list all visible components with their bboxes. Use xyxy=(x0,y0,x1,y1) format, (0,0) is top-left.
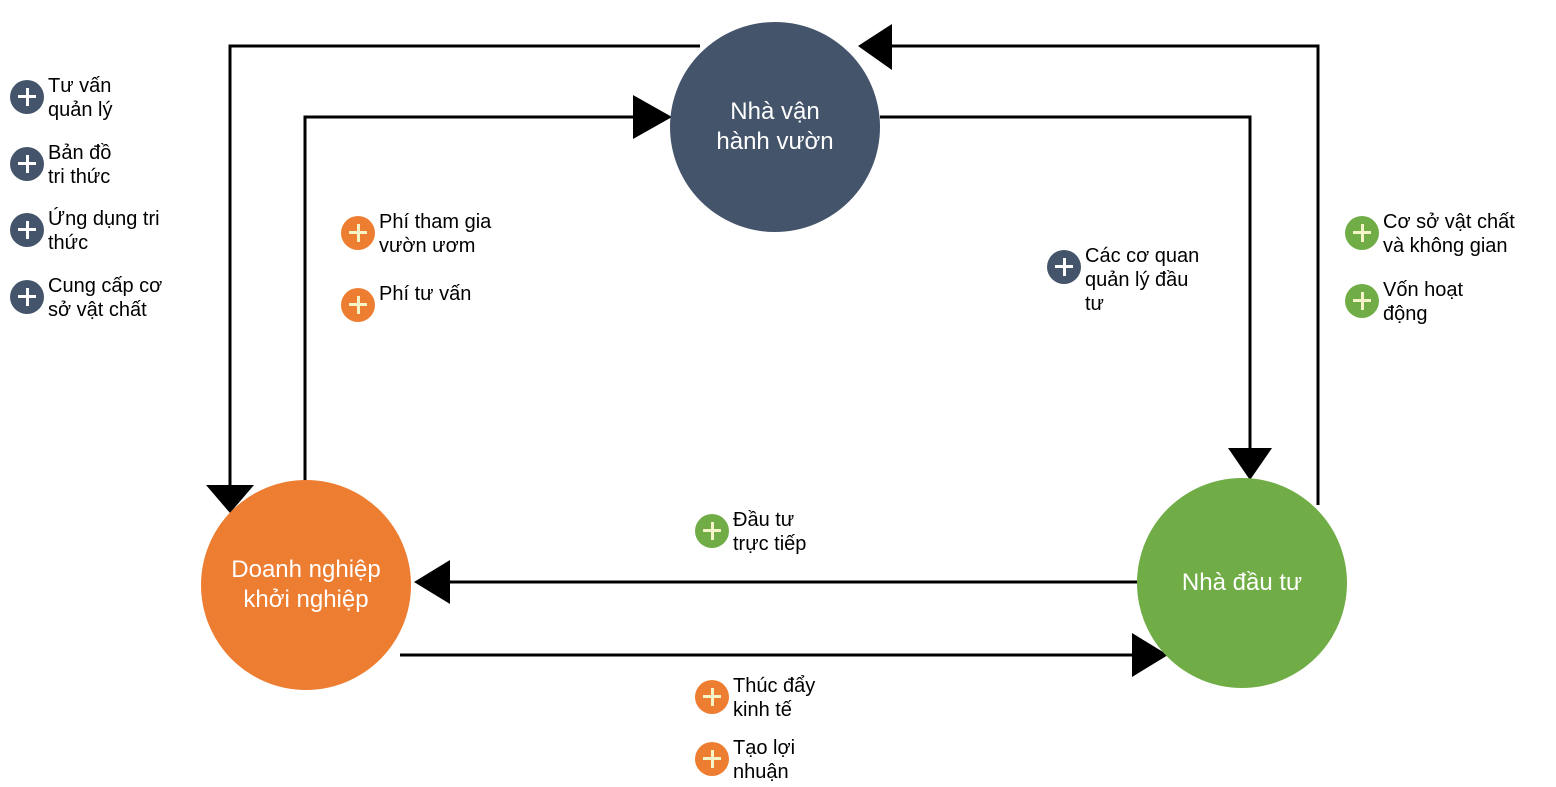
fee-item: Phí tư vấn xyxy=(341,282,471,322)
arrowhead-into-startup-top xyxy=(206,485,254,513)
plus-icon xyxy=(1345,284,1379,318)
startup-label-line1: Doanh nghiệp xyxy=(231,556,381,583)
item-line: quản lý đầu xyxy=(1085,269,1189,291)
plus-icon xyxy=(695,514,729,548)
plus-icon xyxy=(10,280,44,314)
plus-icon xyxy=(10,147,44,181)
operator-label-line2: hành vườn xyxy=(716,128,834,155)
plus-icon xyxy=(341,288,375,322)
investor-label: Nhà đầu tư xyxy=(1181,569,1303,596)
arrowhead-into-operator-right xyxy=(858,24,892,70)
item-line: sở vật chất xyxy=(48,299,147,321)
arrowhead-into-investor-top xyxy=(1228,448,1272,480)
operator-node: Nhà vận hành vườn xyxy=(670,22,880,232)
arrowhead-into-startup-right xyxy=(414,560,450,604)
arrowhead-into-operator-left xyxy=(633,95,672,139)
item-line: Tư vấn xyxy=(48,75,112,97)
item-line: vườn ươm xyxy=(379,235,476,257)
item-line: Cơ sở vật chất xyxy=(1383,211,1515,233)
item-line: Ứng dụng tri xyxy=(48,208,160,230)
arrowhead-into-investor-left xyxy=(1132,633,1168,677)
item-line: Tạo lợi xyxy=(733,737,796,759)
arrow-startup-to-operator-inner xyxy=(303,115,636,485)
item-line: và không gian xyxy=(1383,235,1508,257)
item-line: quản lý xyxy=(48,99,113,121)
arrow-operator-to-investor xyxy=(880,115,1252,450)
item-line: nhuận xyxy=(733,761,789,783)
item-line: Vốn hoạt xyxy=(1383,279,1464,301)
item-line: Đầu tư xyxy=(733,509,795,531)
operator-label-line1: Nhà vận xyxy=(730,98,820,125)
arrow-operator-to-startup-outer xyxy=(228,44,700,485)
plus-icon xyxy=(341,216,375,250)
item-line: Phí tham gia xyxy=(379,211,492,233)
item-line: tri thức xyxy=(48,166,111,188)
item-line: thức xyxy=(48,232,89,254)
plus-icon xyxy=(1345,216,1379,250)
startup-node: Doanh nghiệp khởi nghiệp xyxy=(201,480,411,690)
item-line: Các cơ quan xyxy=(1085,245,1200,267)
item-line: Cung cấp cơ xyxy=(48,275,163,297)
plus-icon xyxy=(10,80,44,114)
item-line: tư xyxy=(1085,293,1104,315)
item-line: Phí tư vấn xyxy=(379,283,472,305)
plus-icon xyxy=(1047,250,1081,284)
startup-label-line2: khởi nghiệp xyxy=(243,586,369,613)
item-line: trực tiếp xyxy=(733,533,807,555)
item-line: Bản đồ xyxy=(48,142,112,164)
item-line: động xyxy=(1383,303,1428,325)
plus-icon xyxy=(695,742,729,776)
arrow-investor-to-operator xyxy=(885,44,1320,505)
item-line: Thúc đẩy xyxy=(733,675,816,697)
item-line: kinh tế xyxy=(733,699,792,721)
plus-icon xyxy=(10,213,44,247)
investor-node: Nhà đầu tư xyxy=(1137,478,1347,688)
plus-icon xyxy=(695,680,729,714)
